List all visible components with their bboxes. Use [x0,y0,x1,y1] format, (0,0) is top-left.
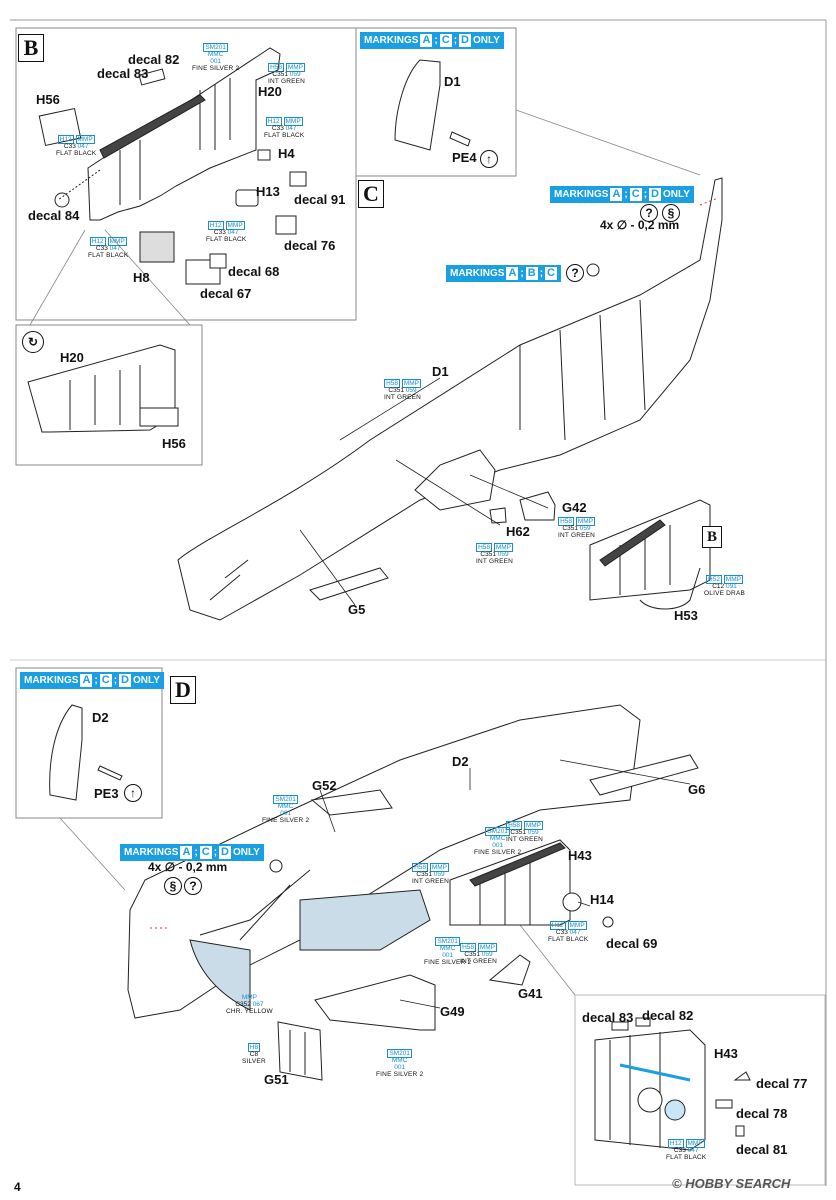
question-icon-3: ? [184,877,202,895]
decal-83: decal 83 [97,66,149,81]
step-badge-b: B [18,34,44,62]
part-h56: H56 [36,92,60,107]
decal-69: decal 69 [606,936,658,951]
part-d2-inset: D2 [92,710,109,725]
part-h43: H43 [568,848,592,863]
part-h53: H53 [674,608,698,623]
decal-84: decal 84 [28,208,80,223]
question-icon: ? [640,204,658,222]
step-d-inset-frame [15,667,163,819]
paint-h12-b2: H12 MMP C33 047 FLAT BLACK [56,135,97,157]
paint-h58-d3: H58 MMP C351 059 INT GREEN [460,943,498,965]
drill-diameter-icon-2: ∅ [164,860,176,874]
decal-77: decal 77 [756,1076,808,1091]
part-h62: H62 [506,524,530,539]
step-c-inset-frame [355,27,517,177]
part-h43-detail: H43 [714,1046,738,1061]
paint-sm201-d3: SM201 MMC 001 FINE SILVER 2 [424,937,472,966]
drill-diameter-icon: ∅ [616,218,628,232]
part-pe4: PE4 [452,150,477,165]
paint-h58-c1: H58 MMP C351 059 INT GREEN [384,379,422,401]
paint-h12-b3: H12 MMP C33 047 FLAT BLACK [206,221,247,243]
part-d1-inset: D1 [444,74,461,89]
step-badge-d: D [170,676,196,704]
part-h13: H13 [256,184,280,199]
part-h20: H20 [258,84,282,99]
rotate-icon: ↻ [22,331,44,353]
step-b-rot-frame [15,324,203,466]
decal-82: decal 82 [128,52,180,67]
drill-note-d: 4x ∅ - 0,2 mm [148,860,228,874]
part-d2: D2 [452,754,469,769]
part-h8: H8 [133,270,150,285]
paint-h58-c2: H58 MMP C351 059 INT GREEN [558,517,596,539]
markings-acd-d: MARKINGS A; C; D ONLY [120,844,264,861]
decal-82-detail: decal 82 [642,1008,694,1023]
paint-sm201-d4: SM201 MMC 001 FINE SILVER 2 [376,1049,424,1078]
paint-sm201-d1: SM201 MMC 001 FINE SILVER 2 [262,795,310,824]
paint-h52: H52 MMP C12 091 OLIVE DRAB [704,575,746,597]
part-h4: H4 [278,146,295,161]
copyright-icon: © [672,1176,682,1191]
step-ref-b: B [702,526,722,548]
markings-acd-d-inset: MARKINGS A; C; D ONLY [20,672,164,689]
drill-note-c: 4x ∅ - 0,2 mm [600,218,680,232]
part-g49: G49 [440,1004,465,1019]
decal-83-detail: decal 83 [582,1010,634,1025]
part-g42: G42 [562,500,587,515]
arrow-up-icon: ↑ [480,150,498,168]
decal-76: decal 76 [284,238,336,253]
part-h56-rot: H56 [162,436,186,451]
paint-sm201-d2: SM201 MMC 001 FINE SILVER 2 [474,827,522,856]
decal-67: decal 67 [200,286,252,301]
decal-91: decal 91 [294,192,346,207]
snap-icon: § [662,204,680,222]
markings-abc: MARKINGS A; B; C [446,265,561,282]
part-g5: G5 [348,602,366,617]
step-badge-c: C [358,180,384,208]
paint-h58-b: H58 MMP C351 059 INT GREEN [268,63,306,85]
arrow-up-icon-2: ↑ [124,784,142,802]
paint-sm201-b: SM201 MMC 001 FINE SILVER 2 [192,43,240,72]
snap-icon-2: § [164,877,182,895]
paint-h58-d1: H58 MMP C351 059 INT GREEN [506,821,544,843]
paint-h12-d2: H12 MMP C33 047 FLAT BLACK [666,1139,707,1161]
part-g52: G52 [312,778,337,793]
markings-acd-c: MARKINGS A; C; D ONLY [550,186,694,203]
paint-h8: H8 C8 SILVER [242,1043,266,1065]
decal-78: decal 78 [736,1106,788,1121]
part-g6: G6 [688,782,706,797]
part-g51: G51 [264,1072,289,1087]
part-g41: G41 [518,986,543,1001]
part-h14: H14 [590,892,614,907]
paint-h12-b4: H12 MMP C33 047 FLAT BLACK [88,237,129,259]
question-icon-2: ? [566,264,584,282]
part-d1: D1 [432,364,449,379]
paint-h58-c3: H58 MMP C351 059 INT GREEN [476,543,514,565]
page-number: 4 [14,1180,21,1194]
decal-68: decal 68 [228,264,280,279]
part-pe3: PE3 [94,786,119,801]
markings-acd-c-inset: MARKINGS A; C; D ONLY [360,32,504,49]
decal-81: decal 81 [736,1142,788,1157]
part-h20-rot: H20 [60,350,84,365]
paint-h58-d2: H58 MMP C351 059 INT GREEN [412,863,450,885]
paint-h12-b1: H12 MMP C33 047 FLAT BLACK [264,117,305,139]
paint-chr: MMP C352 067 CHR. YELLOW [226,994,273,1015]
watermark: © HOBBY SEARCH [672,1176,791,1191]
paint-h12-d1: H12 MMP C33 047 FLAT BLACK [548,921,589,943]
